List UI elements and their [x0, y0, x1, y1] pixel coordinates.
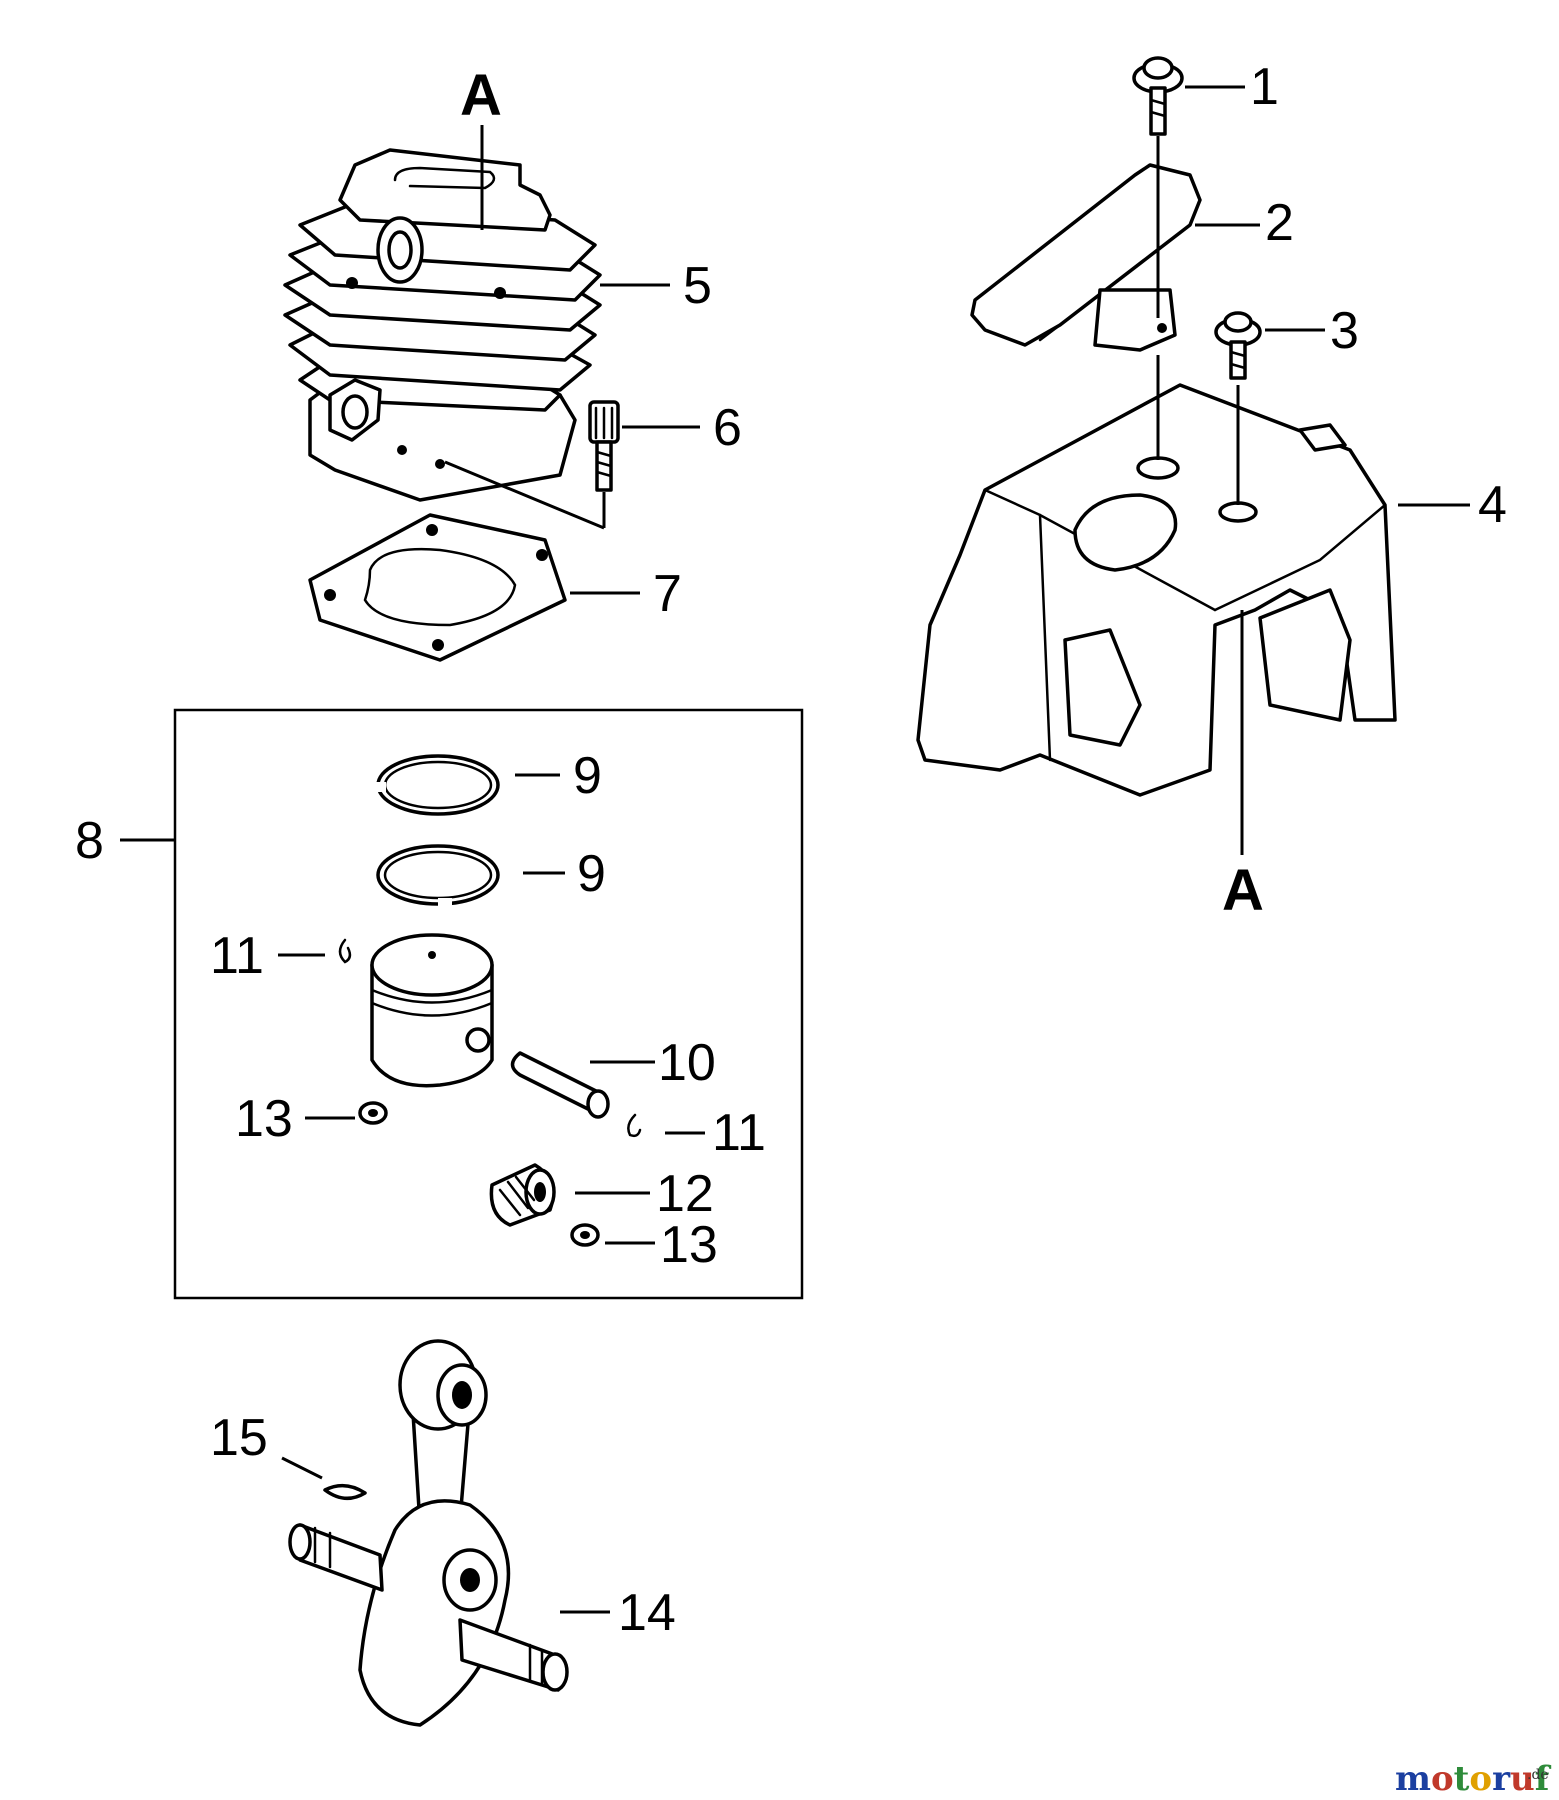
callout-3: 3	[1330, 302, 1359, 360]
gasket-part	[308, 513, 567, 662]
callout-9a: 9	[573, 747, 602, 805]
key-part	[323, 1483, 367, 1500]
callout-6: 6	[713, 399, 742, 457]
clip-part	[627, 1113, 642, 1138]
callout-14: 14	[618, 1584, 676, 1642]
reference-a-top: A	[460, 63, 502, 128]
washer-part	[570, 1223, 600, 1247]
handle-part	[970, 163, 1202, 352]
bearing-part	[489, 1163, 556, 1227]
callout-13a: 13	[235, 1090, 293, 1148]
callout-11a: 11	[210, 927, 264, 985]
callout-13b: 13	[660, 1216, 718, 1274]
callout-4: 4	[1478, 476, 1507, 534]
callout-labels: 1 2 3 4 5 6 7 8 9 9 11 10 13 11 12 13 15…	[75, 58, 1507, 1642]
piston-part	[370, 933, 494, 1088]
watermark-logo: motoruf .de	[1395, 1759, 1552, 1799]
callout-1: 1	[1250, 58, 1279, 116]
watermark-letter: o	[1469, 1759, 1492, 1799]
watermark-letter: o	[1431, 1759, 1454, 1799]
callout-9b: 9	[577, 845, 606, 903]
washer-part	[358, 1101, 388, 1125]
callout-8: 8	[75, 812, 104, 870]
callout-10: 10	[658, 1034, 716, 1092]
reference-a-bottom: A	[1222, 858, 1264, 923]
screw-part-1	[1132, 56, 1184, 318]
watermark-letter: u	[1510, 1759, 1535, 1799]
piston-pin-part	[510, 1051, 610, 1119]
piston-ring-part	[376, 844, 500, 908]
piston-ring-part	[372, 754, 500, 816]
piston-kit-frame	[173, 708, 804, 1300]
screw-part-3	[1214, 311, 1262, 380]
watermark-letter: t	[1454, 1759, 1470, 1799]
leader-lines	[120, 85, 1470, 1614]
callout-7: 7	[653, 565, 682, 623]
cover-part	[916, 355, 1397, 855]
crankshaft-part	[288, 1339, 569, 1727]
svg-text:motoruf: motoruf	[1395, 1759, 1552, 1799]
watermark-suffix: .de	[1527, 1767, 1549, 1783]
callout-15: 15	[210, 1409, 268, 1467]
watermark-letter: r	[1492, 1759, 1511, 1799]
screw-part-6	[444, 400, 620, 530]
callout-12: 12	[656, 1165, 714, 1223]
callout-5: 5	[683, 257, 712, 315]
cylinder-part	[283, 125, 602, 502]
watermark-letter: f	[1535, 1759, 1552, 1799]
clip-part	[338, 938, 352, 964]
callout-11b: 11	[712, 1104, 766, 1162]
watermark-letter: m	[1395, 1759, 1431, 1799]
callout-2: 2	[1265, 194, 1294, 252]
